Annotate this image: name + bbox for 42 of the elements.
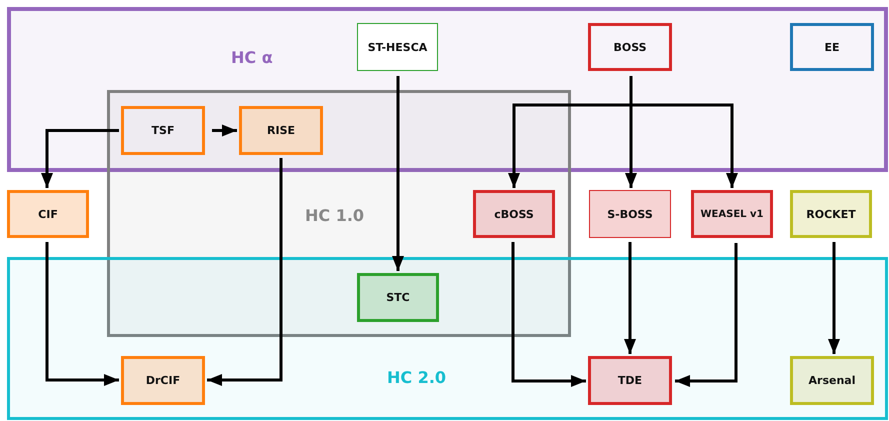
node-label: ST-HESCA	[368, 40, 428, 54]
arrow	[624, 242, 636, 354]
process-box	[473, 190, 555, 238]
process-box	[588, 356, 672, 405]
group-band	[7, 7, 888, 172]
process-box	[790, 23, 874, 71]
process-box	[588, 23, 672, 71]
process-box	[357, 273, 439, 322]
node-label: WEASEL v1	[700, 208, 764, 220]
group-label: HC 2.0	[387, 368, 446, 387]
process-box	[691, 190, 773, 238]
group-label: HC α	[231, 48, 273, 67]
process-box	[7, 190, 89, 238]
node-label: TDE	[618, 374, 642, 387]
process-box	[589, 190, 671, 238]
node-label: EE	[824, 40, 840, 54]
process-box	[790, 190, 872, 238]
node-label: DrCIF	[146, 374, 180, 387]
arrow	[212, 124, 237, 136]
process-box	[790, 356, 874, 405]
process-box	[121, 356, 205, 405]
process-box	[239, 106, 323, 155]
node-label: BOSS	[613, 40, 647, 54]
node-label: Arsenal	[808, 374, 856, 387]
arrow	[675, 243, 738, 387]
group-band	[7, 257, 888, 420]
group-label: HC 1.0	[305, 206, 364, 225]
arrow	[512, 242, 586, 387]
arrow	[207, 158, 282, 386]
node-label: cBOSS	[494, 208, 534, 220]
node-label: RISE	[267, 124, 295, 137]
node-label: ROCKET	[806, 208, 856, 220]
arrow	[392, 76, 404, 271]
process-box	[357, 23, 438, 71]
node-label: TSF	[152, 124, 174, 137]
node-label: STC	[386, 291, 410, 304]
arrow	[41, 129, 119, 188]
arrow	[828, 242, 840, 354]
process-box	[121, 106, 205, 155]
node-label: S-BOSS	[607, 208, 653, 220]
arrow	[46, 242, 119, 386]
node-label: CIF	[38, 208, 58, 220]
